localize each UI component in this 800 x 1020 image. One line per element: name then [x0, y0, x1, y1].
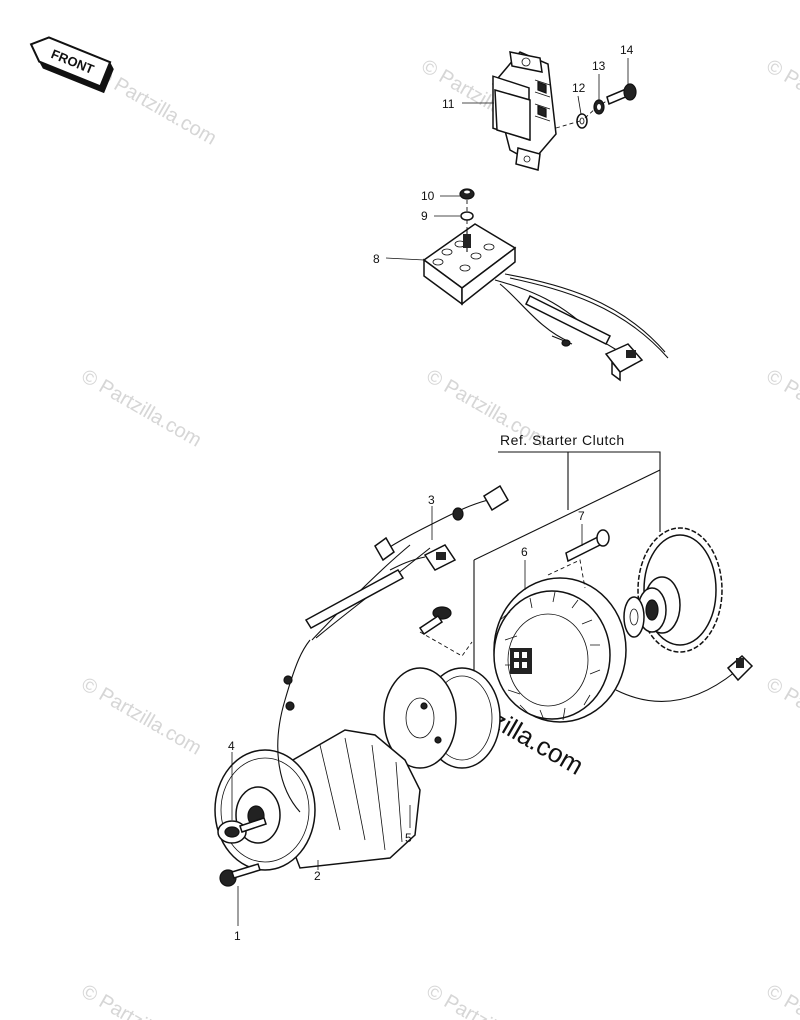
- callout-2: 2: [314, 860, 321, 883]
- callout-6: 6: [521, 545, 528, 590]
- wiring-harness: [277, 484, 510, 813]
- regulator: [492, 51, 557, 171]
- callout-number: 11: [442, 97, 455, 111]
- callout-9: 9: [421, 209, 460, 223]
- bolt-mid: [418, 606, 452, 636]
- watermark-text: © Partzilla.com: [78, 365, 206, 451]
- callout-number: 4: [228, 739, 235, 753]
- callout-number: 9: [421, 209, 428, 223]
- rectifier: [422, 223, 669, 382]
- callout-12: 12: [572, 81, 586, 115]
- callout-14: 14: [620, 43, 634, 84]
- callout-number: 7: [578, 509, 585, 523]
- callout-number: 8: [373, 252, 380, 266]
- callout-number: 12: [572, 81, 586, 95]
- callout-1: 1: [234, 886, 241, 943]
- rotor: [214, 729, 421, 871]
- callout-7: 7: [578, 509, 585, 546]
- nut-10: [459, 188, 475, 200]
- callout-13: 13: [592, 59, 606, 100]
- starter-clutch-gear: [623, 527, 723, 653]
- callout-number: 5: [405, 831, 412, 845]
- bolt-14: [606, 83, 637, 106]
- screw-7: [565, 529, 610, 563]
- watermark-text: © Partzilla.com: [93, 63, 221, 149]
- reference-label: Ref. Starter Clutch: [500, 432, 625, 448]
- washer-12: [576, 113, 588, 129]
- callout-number: 6: [521, 545, 528, 559]
- callout-number: 1: [234, 929, 241, 943]
- callout-3: 3: [428, 493, 435, 540]
- callout-number: 10: [421, 189, 435, 203]
- watermark-text: © Partzilla.com: [763, 365, 800, 451]
- watermark-text: © Partzilla.com: [423, 980, 551, 1020]
- callout-5: 5: [405, 805, 412, 845]
- washer-nut-4: [217, 817, 267, 844]
- bolt-1: [219, 863, 261, 887]
- watermark-text: © Partzilla.com: [78, 673, 206, 759]
- callout-number: 13: [592, 59, 606, 73]
- watermark-text: © Partzilla.com: [763, 673, 800, 759]
- plate: [383, 667, 501, 769]
- watermark-text: © Partzilla.com: [763, 980, 800, 1020]
- lock-washer-13: [593, 99, 605, 115]
- watermark-text: © Partzilla.com: [763, 55, 800, 141]
- front-arrow-badge: FRONT: [29, 36, 114, 94]
- washer-9: [460, 211, 474, 221]
- stator: [493, 577, 754, 723]
- callout-number: 3: [428, 493, 435, 507]
- callout-8: 8: [373, 252, 425, 266]
- callout-number: 2: [314, 869, 321, 883]
- callout-10: 10: [421, 189, 460, 203]
- watermark-text: © Partzilla.com: [78, 980, 206, 1020]
- callout-4: 4: [228, 739, 235, 820]
- callout-11: 11: [442, 97, 494, 111]
- callout-number: 14: [620, 43, 634, 57]
